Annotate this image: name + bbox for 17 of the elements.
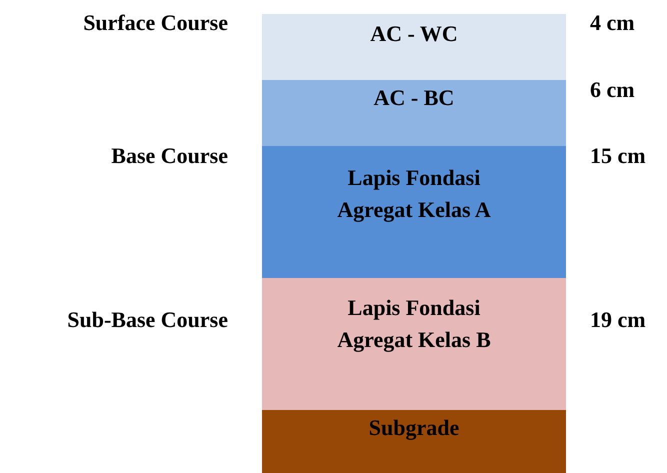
layer-thickness: 6 cm: [590, 77, 635, 103]
pavement-layer: [262, 80, 566, 146]
course-name: Base Course: [111, 143, 228, 169]
layer-thickness: 15 cm: [590, 143, 646, 169]
course-name: Sub-Base Course: [67, 307, 228, 333]
layer-name: AC - WC: [369, 20, 459, 48]
pavement-layer: [262, 14, 566, 80]
layer-name: AC - BC: [372, 84, 456, 112]
layer-name: Lapis Fondasi Agregat Kelas B: [336, 294, 492, 354]
pavement-layer: [262, 146, 566, 278]
pavement-layer: [262, 278, 566, 410]
pavement-layer: [262, 410, 566, 473]
layer-name: Lapis Fondasi Agregat Kelas A: [336, 164, 492, 224]
layer-thickness: 4 cm: [590, 10, 635, 36]
layer-name: Subgrade: [368, 414, 460, 442]
layer-thickness: 19 cm: [590, 307, 646, 333]
course-name: Surface Course: [83, 10, 228, 36]
